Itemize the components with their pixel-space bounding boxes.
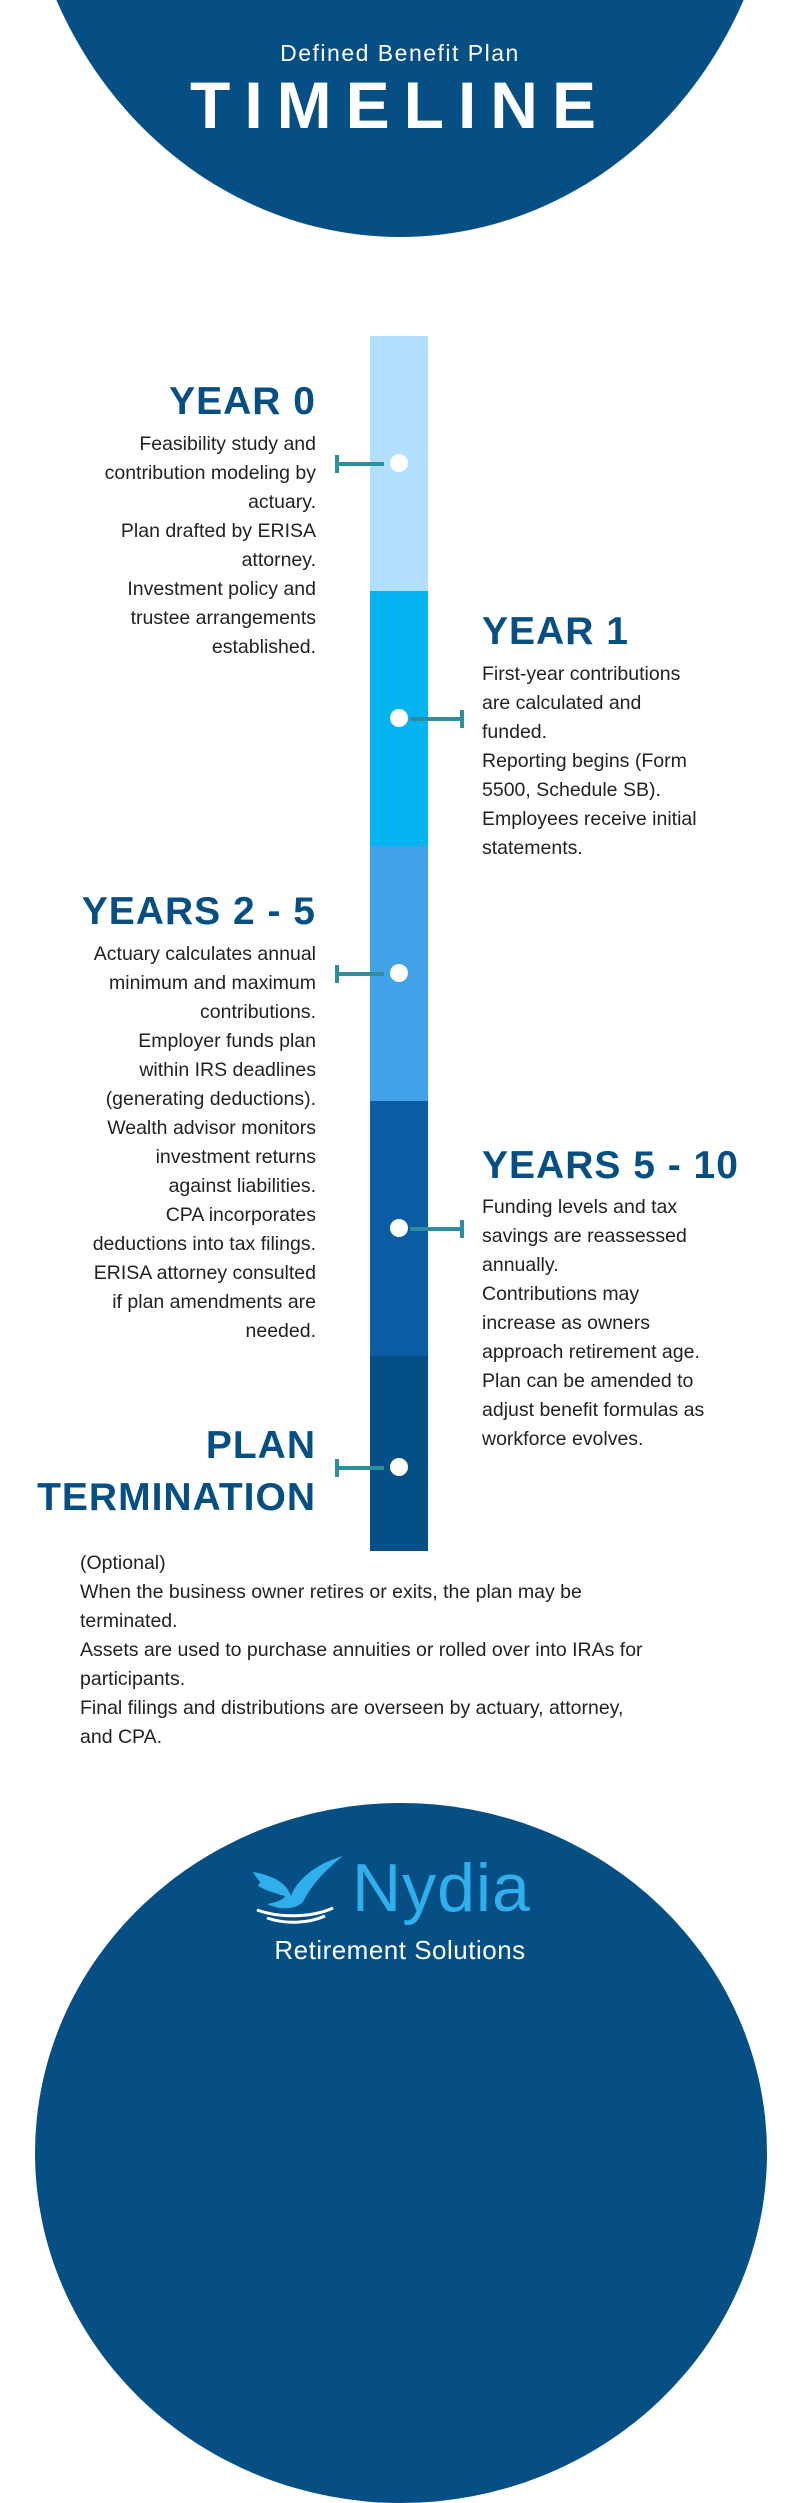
year-1-line: First-year contributions (482, 663, 681, 685)
years-2-5-line: CPA incorporates (165, 1204, 316, 1226)
year-1-line: are calculated and (482, 692, 642, 714)
years-5-10-line: adjust benefit formulas as (482, 1399, 705, 1421)
years-2-5-connector (337, 972, 384, 976)
timeline-bar (370, 336, 428, 1551)
years-5-10-line: savings are reassessed (482, 1225, 687, 1247)
termination-marker-dot (390, 1458, 408, 1476)
year-1-line: Employees receive initial (482, 808, 697, 830)
year-0-line: established. (211, 636, 316, 658)
termination-heading-line: TERMINATION (37, 1476, 316, 1519)
years-5-10-line: annually. (482, 1254, 559, 1276)
years-2-5-line: Actuary calculates annual (93, 943, 316, 965)
years-2-5-line: within IRS deadlines (139, 1059, 316, 1081)
years-2-5-line: (generating deductions). (105, 1088, 316, 1110)
years-2-5-heading: YEARS 2 - 5 (81, 890, 316, 933)
termination-heading-line: PLAN (205, 1424, 316, 1467)
years-5-10-line: approach retirement age. (482, 1341, 700, 1363)
years-2-5-line: Wealth advisor monitors (107, 1117, 316, 1139)
year-0-description: Feasibility study and contribution model… (105, 430, 316, 662)
bird-logo-icon (253, 1856, 343, 1924)
years-2-5-line: Employer funds plan (138, 1030, 316, 1052)
year-0-line: actuary. (248, 491, 316, 513)
years-2-5-line: if plan amendments are (112, 1291, 316, 1313)
timeline-segment-termination (370, 1356, 428, 1551)
years-5-10-line: workforce evolves. (482, 1428, 644, 1450)
years-2-5-line: investment returns (155, 1146, 316, 1168)
years-5-10-line: Contributions may (482, 1283, 640, 1305)
termination-heading: PLAN TERMINATION (37, 1420, 316, 1524)
termination-connector (337, 1466, 384, 1470)
years-2-5-line: contributions. (200, 1001, 316, 1023)
year-1-line: funded. (482, 721, 548, 743)
year-1-marker-dot (390, 709, 408, 727)
termination-line: Assets are used to purchase annuities or… (80, 1639, 643, 1661)
year-1-connector (410, 717, 462, 721)
year-1-line: statements. (482, 837, 583, 859)
years-5-10-connector (410, 1227, 462, 1231)
brand-tagline: Retirement Solutions (274, 1935, 526, 1965)
years-5-10-line: increase as owners (482, 1312, 650, 1334)
years-5-10-description: Funding levels and tax savings are reass… (482, 1193, 704, 1454)
years-2-5-connector-cap (335, 965, 339, 983)
termination-line: participants. (80, 1668, 186, 1690)
termination-line: Final filings and distributions are over… (80, 1697, 624, 1719)
page-subtitle: Defined Benefit Plan (280, 40, 520, 66)
year-1-line: Reporting begins (Form (482, 750, 687, 772)
year-0-line: Plan drafted by ERISA (120, 520, 316, 542)
termination-description: (Optional) When the business owner retir… (80, 1549, 730, 1752)
year-0-connector (337, 462, 384, 466)
year-0-line: Investment policy and (127, 578, 316, 600)
year-0-connector-cap (335, 455, 339, 473)
year-1-line: 5500, Schedule SB). (482, 779, 661, 801)
years-5-10-line: Funding levels and tax (482, 1196, 678, 1218)
brand-name: Nydia (352, 1850, 531, 1926)
years-5-10-connector-cap (460, 1220, 464, 1238)
termination-line: and CPA. (80, 1726, 163, 1748)
years-2-5-line: minimum and maximum (109, 972, 316, 994)
years-2-5-line: ERISA attorney consulted (93, 1262, 316, 1284)
year-0-line: contribution modeling by (104, 462, 316, 484)
year-0-line: attorney. (241, 549, 316, 571)
year-0-line: trustee arrangements (130, 607, 316, 629)
years-2-5-line: deductions into tax filings. (92, 1233, 316, 1255)
years-2-5-marker-dot (390, 964, 408, 982)
years-5-10-marker-dot (390, 1219, 408, 1237)
termination-line: When the business owner retires or exits… (80, 1581, 582, 1603)
years-2-5-line: against liabilities. (168, 1175, 316, 1197)
termination-line: terminated. (80, 1610, 178, 1632)
page-title: TIMELINE (190, 68, 610, 142)
year-1-description: First-year contributions are calculated … (482, 660, 697, 863)
years-2-5-line: needed. (245, 1320, 317, 1342)
year-1-heading: YEAR 1 (482, 610, 629, 653)
years-2-5-description: Actuary calculates annual minimum and ma… (93, 940, 316, 1346)
years-5-10-heading: YEARS 5 - 10 (482, 1144, 739, 1187)
years-5-10-line: Plan can be amended to (482, 1370, 694, 1392)
termination-connector-cap (335, 1459, 339, 1477)
year-1-connector-cap (460, 710, 464, 728)
termination-line: (Optional) (80, 1552, 166, 1574)
year-0-heading: YEAR 0 (169, 380, 316, 423)
year-0-marker-dot (390, 454, 408, 472)
year-0-line: Feasibility study and (139, 433, 316, 455)
